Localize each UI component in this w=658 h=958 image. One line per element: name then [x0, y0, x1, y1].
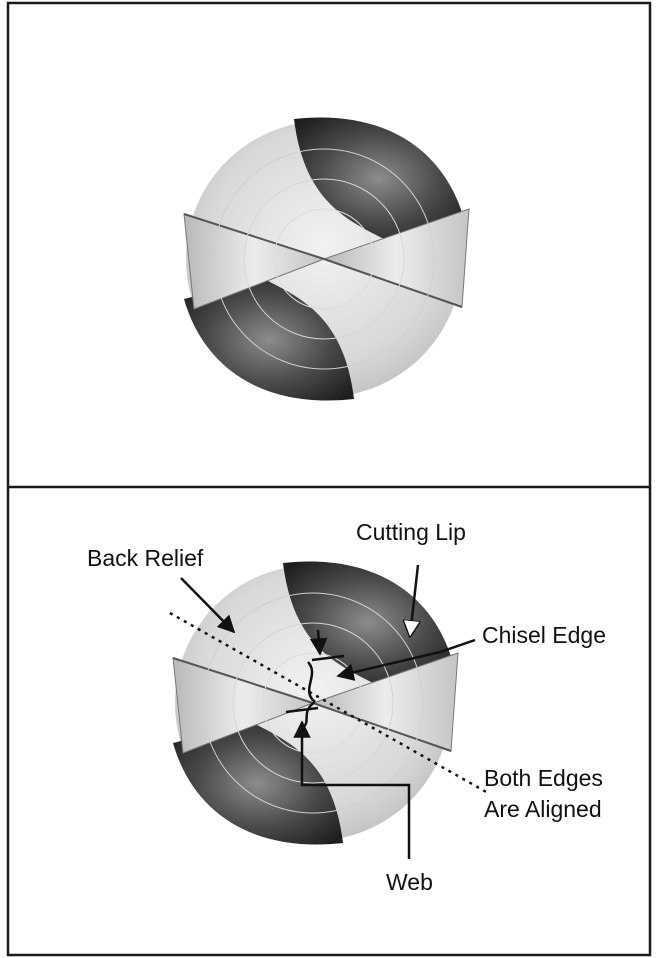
label-both-edges-line1: Both Edges	[484, 765, 603, 791]
label-both-edges-line2: Are Aligned	[484, 796, 602, 822]
label-chisel-edge: Chisel Edge	[482, 622, 606, 648]
label-back-relief: Back Relief	[87, 545, 204, 571]
label-cutting-lip: Cutting Lip	[356, 519, 466, 545]
drill-photo-top	[184, 117, 469, 400]
label-web: Web	[386, 869, 433, 895]
